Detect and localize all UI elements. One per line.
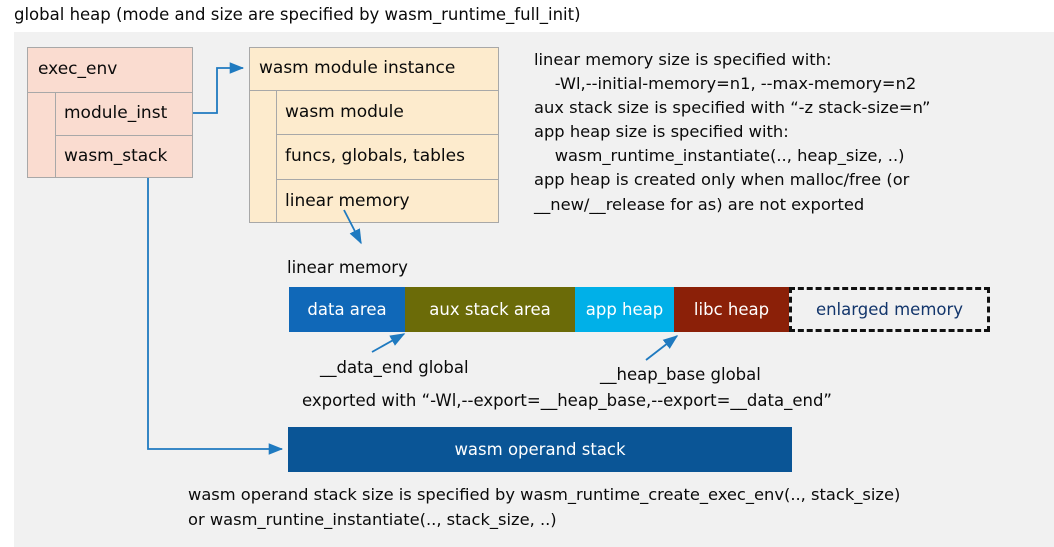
memory-segment-enlarged-memory: enlarged memory xyxy=(789,287,990,332)
exec-env-field-wasm-stack: wasm_stack xyxy=(64,146,168,166)
memory-segment-libc-heap: libc heap xyxy=(674,287,789,332)
memory-segment-aux-stack-area: aux stack area xyxy=(405,287,575,332)
module-instance-divider-2 xyxy=(276,179,499,180)
exec-env-field-module-inst: module_inst xyxy=(64,103,168,123)
memory-config-notes: linear memory size is specified with: -W… xyxy=(534,50,931,214)
linear-memory-bar: data area aux stack area app heap libc h… xyxy=(289,287,990,332)
module-instance-field-funcs-globals-tables: funcs, globals, tables xyxy=(285,146,465,166)
annotation-heap-base: __heap_base global xyxy=(600,365,761,384)
module-instance-field-linear-memory: linear memory xyxy=(285,190,410,211)
memory-segment-app-heap: app heap xyxy=(575,287,674,332)
annotation-exported-with: exported with “-Wl,--export=__heap_base,… xyxy=(302,391,832,410)
memory-segment-data-area: data area xyxy=(289,287,405,332)
exec-env-field-divider xyxy=(55,135,193,136)
exec-env-box xyxy=(27,47,193,178)
wasm-module-instance-box xyxy=(249,47,499,223)
linear-memory-caption: linear memory xyxy=(287,258,408,277)
wasm-operand-stack-box: wasm operand stack xyxy=(288,427,792,472)
module-instance-header-divider xyxy=(249,90,499,91)
module-instance-field-wasm-module: wasm module xyxy=(285,101,404,122)
module-instance-divider-1 xyxy=(276,134,499,135)
exec-env-header-divider xyxy=(27,92,193,93)
exec-env-header-label: exec_env xyxy=(38,59,118,79)
operand-stack-note: wasm operand stack size is specified by … xyxy=(188,485,901,529)
annotation-data-end: __data_end global xyxy=(320,358,469,377)
page-title: global heap (mode and size are specified… xyxy=(14,5,581,24)
module-instance-header-label: wasm module instance xyxy=(259,58,456,78)
module-instance-indent-divider xyxy=(276,90,277,223)
